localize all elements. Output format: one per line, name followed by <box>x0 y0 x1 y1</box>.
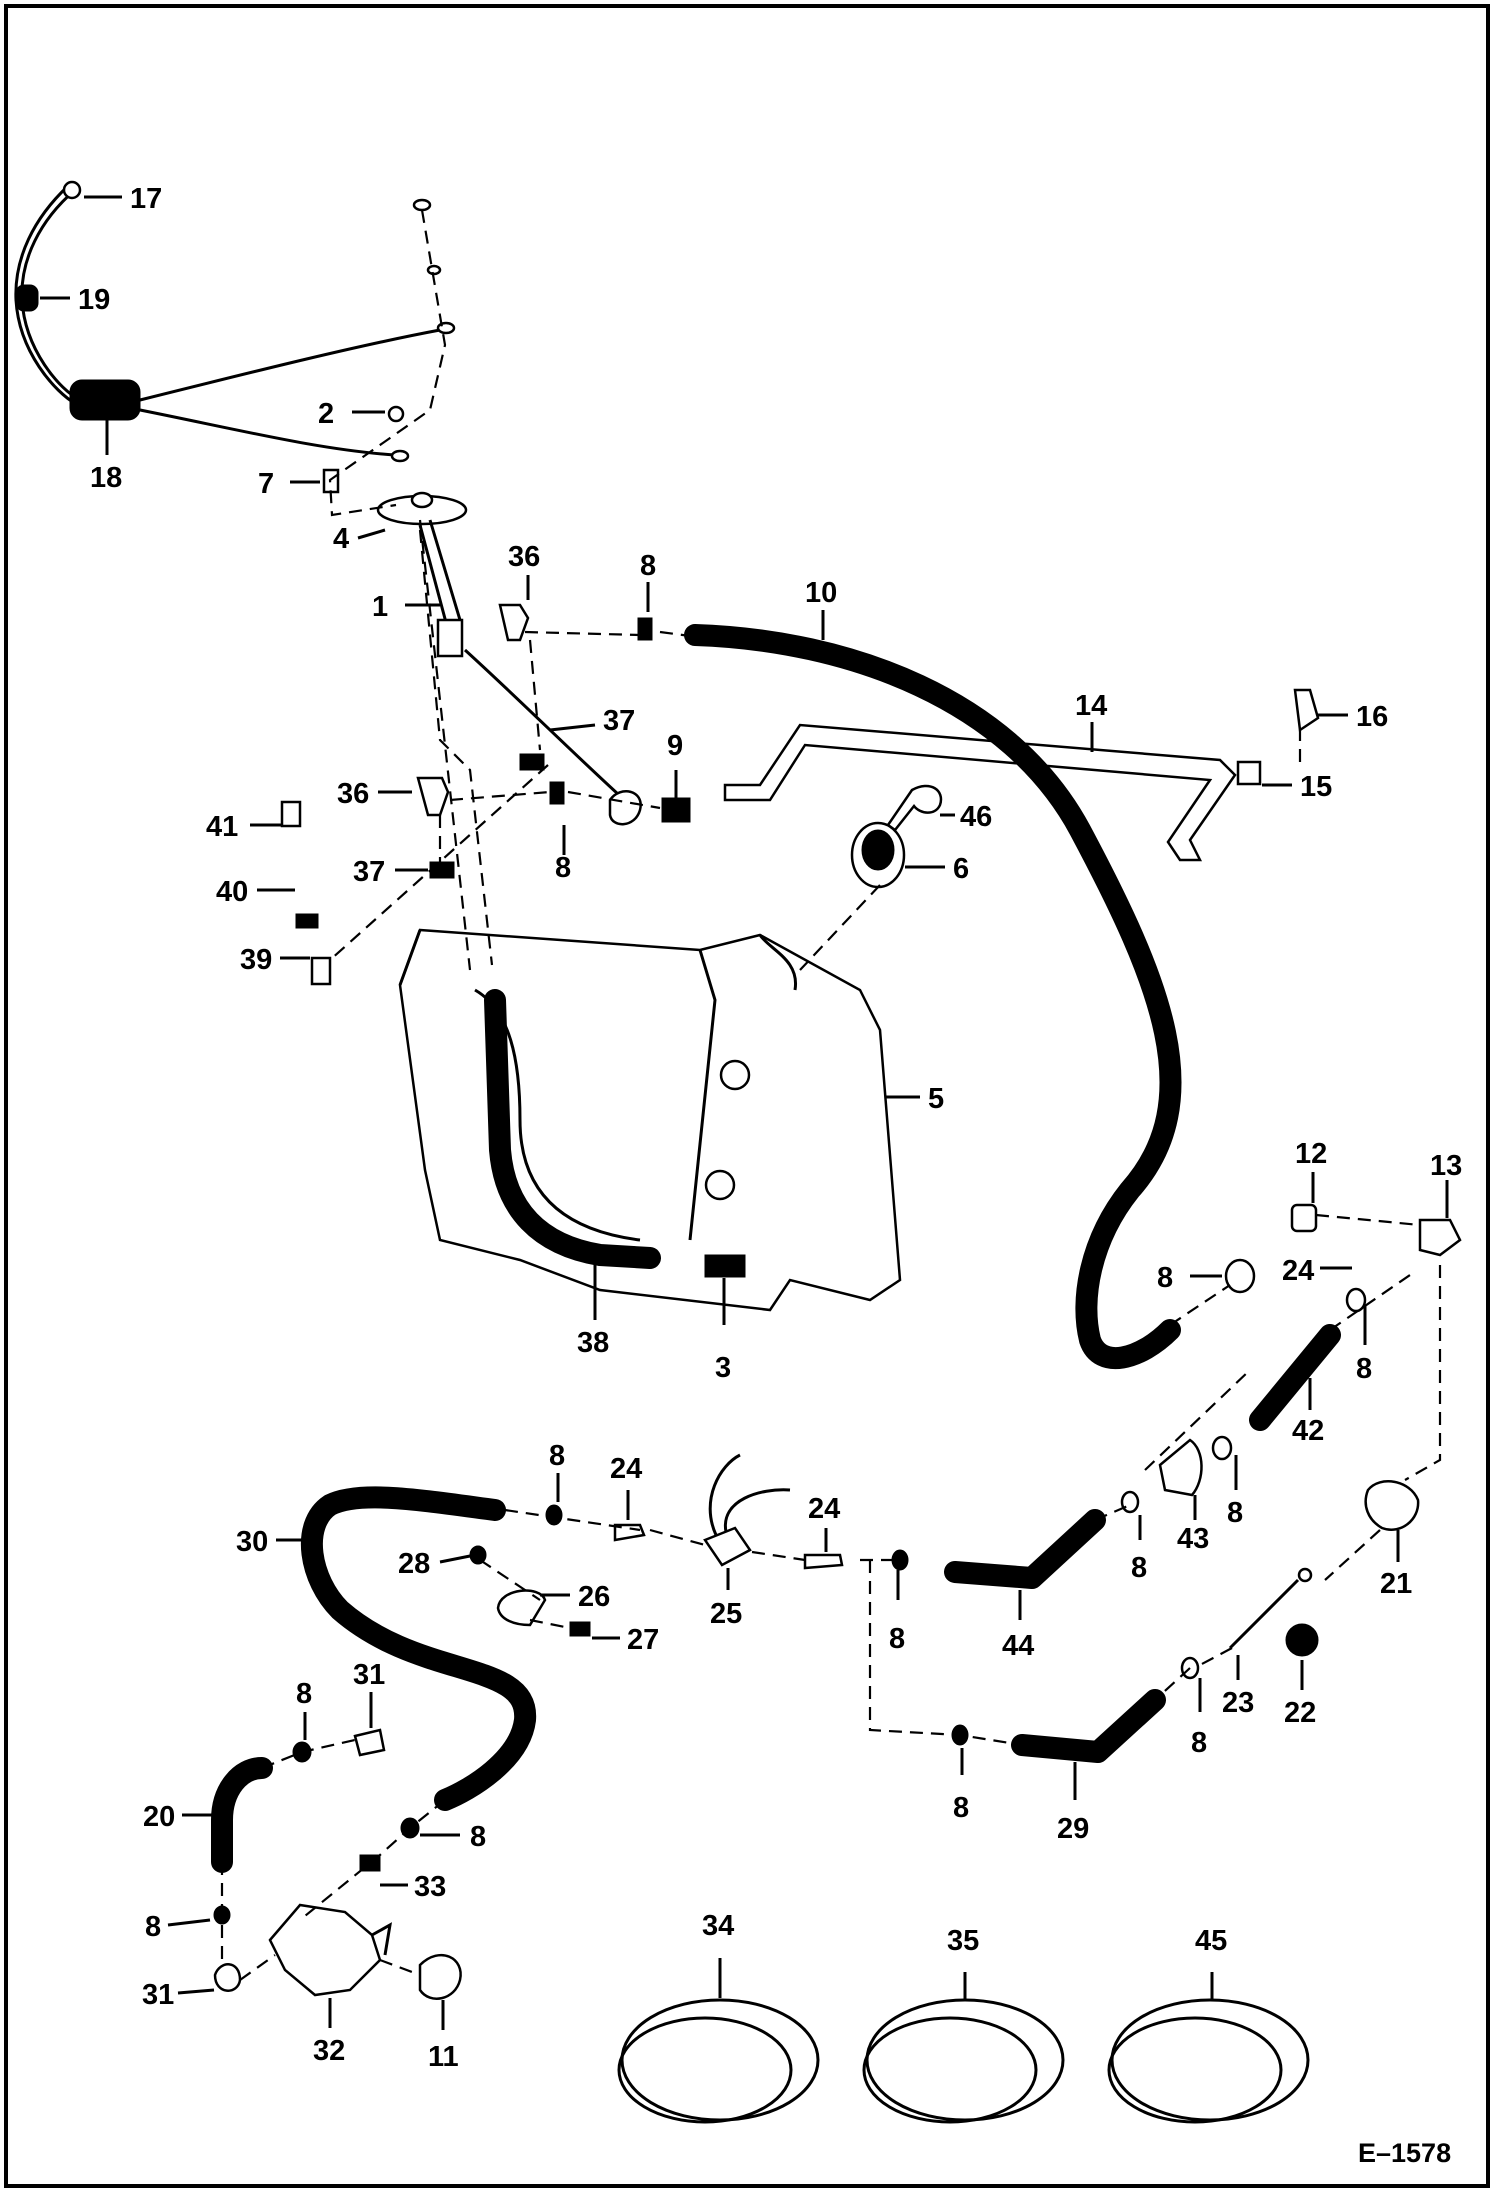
tank-strap <box>723 688 1320 862</box>
callout-8-pump-top: 8 <box>296 1678 312 1710</box>
callout-16: 16 <box>1356 701 1388 733</box>
callout-33: 33 <box>414 1871 446 1903</box>
callout-8-44: 8 <box>1131 1552 1147 1584</box>
callout-9: 9 <box>667 730 683 762</box>
callout-43: 43 <box>1177 1523 1209 1555</box>
callout-29: 29 <box>1057 1813 1089 1845</box>
callout-19: 19 <box>78 284 110 316</box>
callout-45: 45 <box>1195 1925 1227 1957</box>
callout-37-mid: 37 <box>353 856 385 888</box>
callout-8-top: 8 <box>640 550 656 582</box>
fuel-cap <box>850 784 943 889</box>
callout-42: 42 <box>1292 1415 1324 1447</box>
wiring-harness <box>14 180 456 463</box>
callout-24-right: 24 <box>1282 1255 1314 1287</box>
callout-4: 4 <box>333 523 349 555</box>
callout-5: 5 <box>928 1083 944 1115</box>
callout-8-hose30: 8 <box>549 1440 565 1472</box>
callout-40: 40 <box>216 876 248 908</box>
callout-37-top: 37 <box>603 705 635 737</box>
fuel-tank <box>398 928 902 1312</box>
callout-36-top: 36 <box>508 541 540 573</box>
callout-39: 39 <box>240 944 272 976</box>
callout-15: 15 <box>1300 771 1332 803</box>
hose-30 <box>300 1486 537 1811</box>
callout-31-bottom: 31 <box>142 1979 174 2011</box>
callout-24-left: 24 <box>610 1453 642 1485</box>
callout-8-hose30b: 8 <box>470 1821 486 1853</box>
callout-8-mid: 8 <box>555 852 571 884</box>
callout-36-mid: 36 <box>337 778 369 810</box>
callout-12: 12 <box>1295 1138 1327 1170</box>
callouts: 17 19 18 2 7 4 1 36 8 10 14 16 1 <box>40 183 1462 2168</box>
fuel-pump <box>211 1728 462 2000</box>
callout-11: 11 <box>428 2041 459 2073</box>
callout-30: 30 <box>236 1526 268 1558</box>
callout-25: 25 <box>710 1598 742 1630</box>
figure-reference: E–1578 <box>1358 2138 1451 2168</box>
vent-hose <box>684 624 1182 1369</box>
callout-8-pump-left: 8 <box>145 1911 161 1943</box>
assembly-lines <box>220 209 1442 1981</box>
callout-8-29: 8 <box>1191 1727 1207 1759</box>
callout-21: 21 <box>1380 1568 1412 1600</box>
callout-44: 44 <box>1002 1630 1034 1662</box>
callout-27: 27 <box>627 1624 659 1656</box>
callout-8-43: 8 <box>1227 1497 1243 1529</box>
callout-22: 22 <box>1284 1697 1316 1729</box>
callout-20: 20 <box>143 1801 175 1833</box>
callout-32: 32 <box>313 2035 345 2067</box>
fuel-sending-unit <box>322 198 642 826</box>
callout-18: 18 <box>90 462 122 494</box>
hose-29 <box>1011 1689 1166 1763</box>
callout-17: 17 <box>130 183 162 215</box>
callout-31-top: 31 <box>353 1659 385 1691</box>
callout-8-sensor: 8 <box>889 1623 905 1655</box>
callout-46: 46 <box>960 801 992 833</box>
callout-8-right: 8 <box>1157 1262 1173 1294</box>
callout-14: 14 <box>1075 690 1107 722</box>
callout-6: 6 <box>953 853 969 885</box>
callout-13: 13 <box>1430 1150 1462 1182</box>
callout-8-42: 8 <box>1356 1353 1372 1385</box>
callout-10: 10 <box>805 577 837 609</box>
callout-1: 1 <box>372 591 388 623</box>
tank-fittings <box>280 603 691 986</box>
callout-23: 23 <box>1222 1687 1254 1719</box>
hose-coils <box>617 1998 1310 2124</box>
hose-44 <box>944 1509 1106 1589</box>
callout-34: 34 <box>702 1910 734 1942</box>
callout-3: 3 <box>715 1352 731 1384</box>
callout-28: 28 <box>398 1548 430 1580</box>
callout-26: 26 <box>578 1581 610 1613</box>
callout-35: 35 <box>947 1925 979 1957</box>
callout-7: 7 <box>258 468 274 500</box>
callout-41: 41 <box>206 811 238 843</box>
callout-38: 38 <box>577 1327 609 1359</box>
callout-24-center: 24 <box>808 1493 840 1525</box>
filter-fittings <box>1120 1203 1462 1680</box>
callout-2: 2 <box>318 398 334 430</box>
diagram-border <box>4 4 1490 2188</box>
callout-8-bottom: 8 <box>953 1792 969 1824</box>
